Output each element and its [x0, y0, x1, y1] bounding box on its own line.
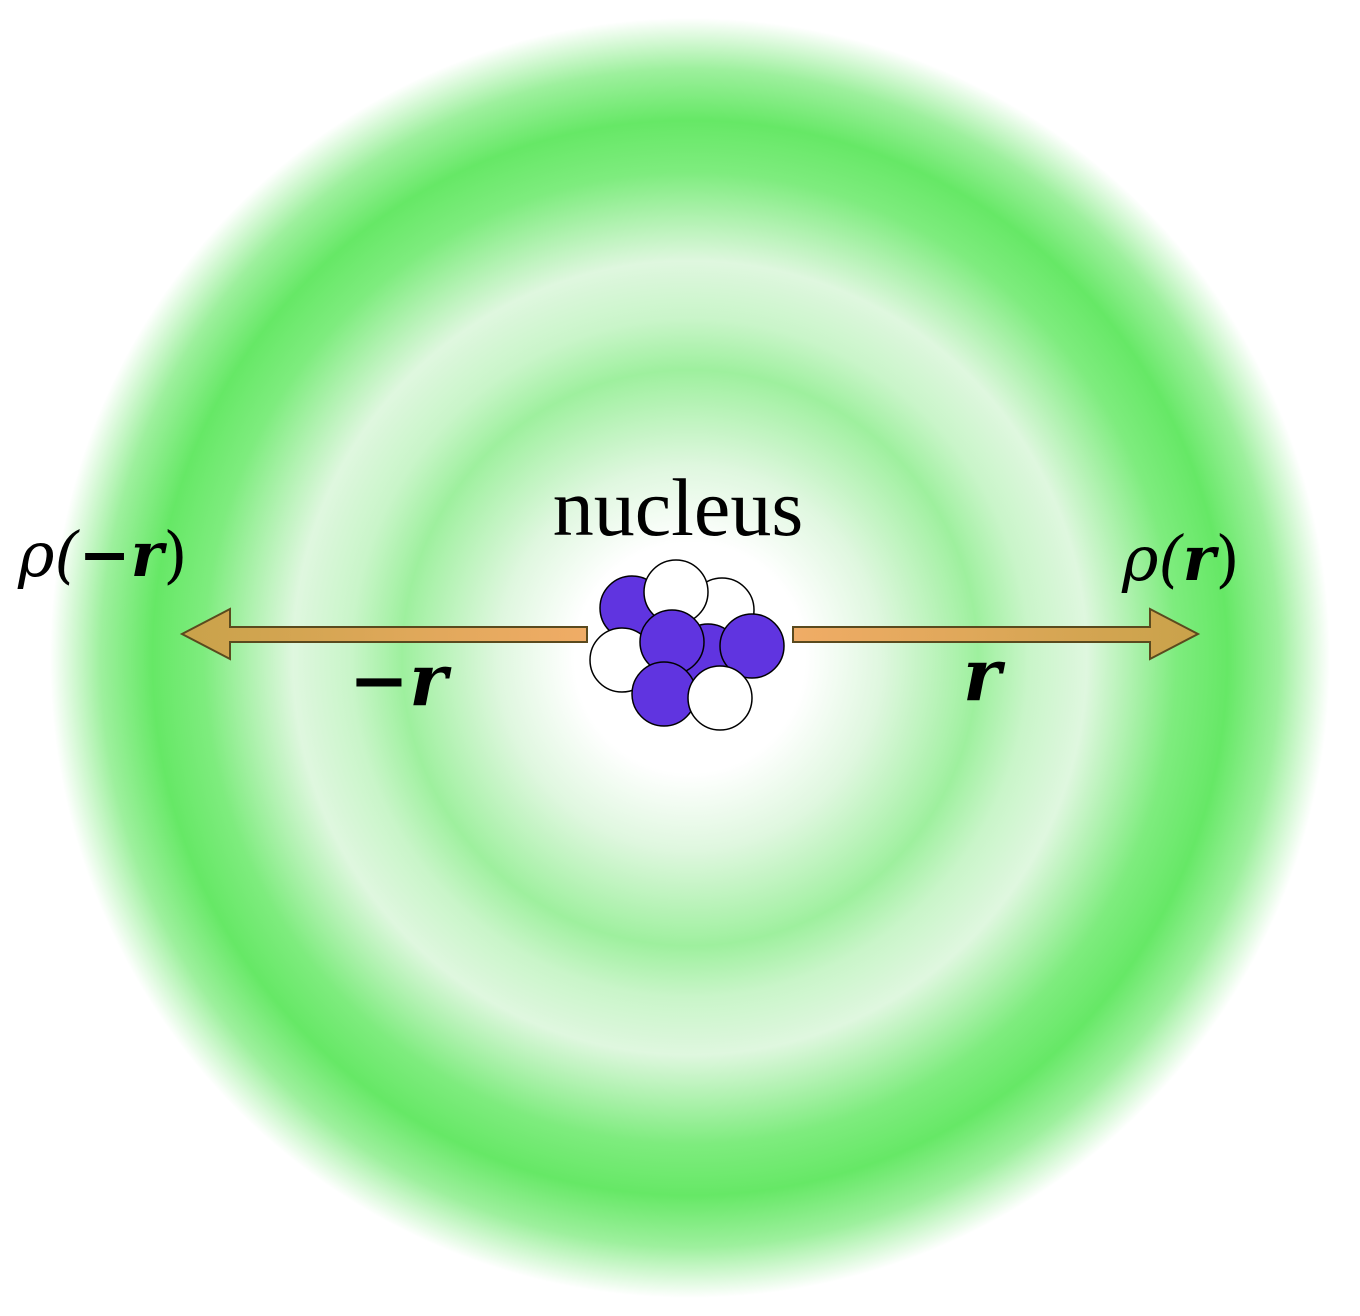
proton [631, 661, 697, 727]
label-rho-r: ρ(r) [1121, 522, 1240, 595]
rho-right-suffix: ) [1215, 522, 1239, 595]
label-rho-minus-r: ρ(−r) [17, 518, 187, 591]
rho-left-vec: −r [79, 518, 168, 591]
label-r: r [963, 632, 1006, 717]
rho-left-suffix: ) [163, 518, 187, 591]
arrow-minus-r [179, 607, 588, 661]
neutron [687, 665, 753, 731]
label-minus-r: −r [349, 637, 452, 722]
arrow-r [792, 607, 1201, 661]
rho-left-prefix: ρ( [17, 518, 80, 591]
nucleus-title: nucleus [553, 462, 803, 553]
rho-right-prefix: ρ( [1121, 522, 1184, 595]
nucleus-cluster [589, 559, 785, 731]
proton [719, 613, 785, 679]
rho-right-vec: r [1183, 522, 1220, 595]
